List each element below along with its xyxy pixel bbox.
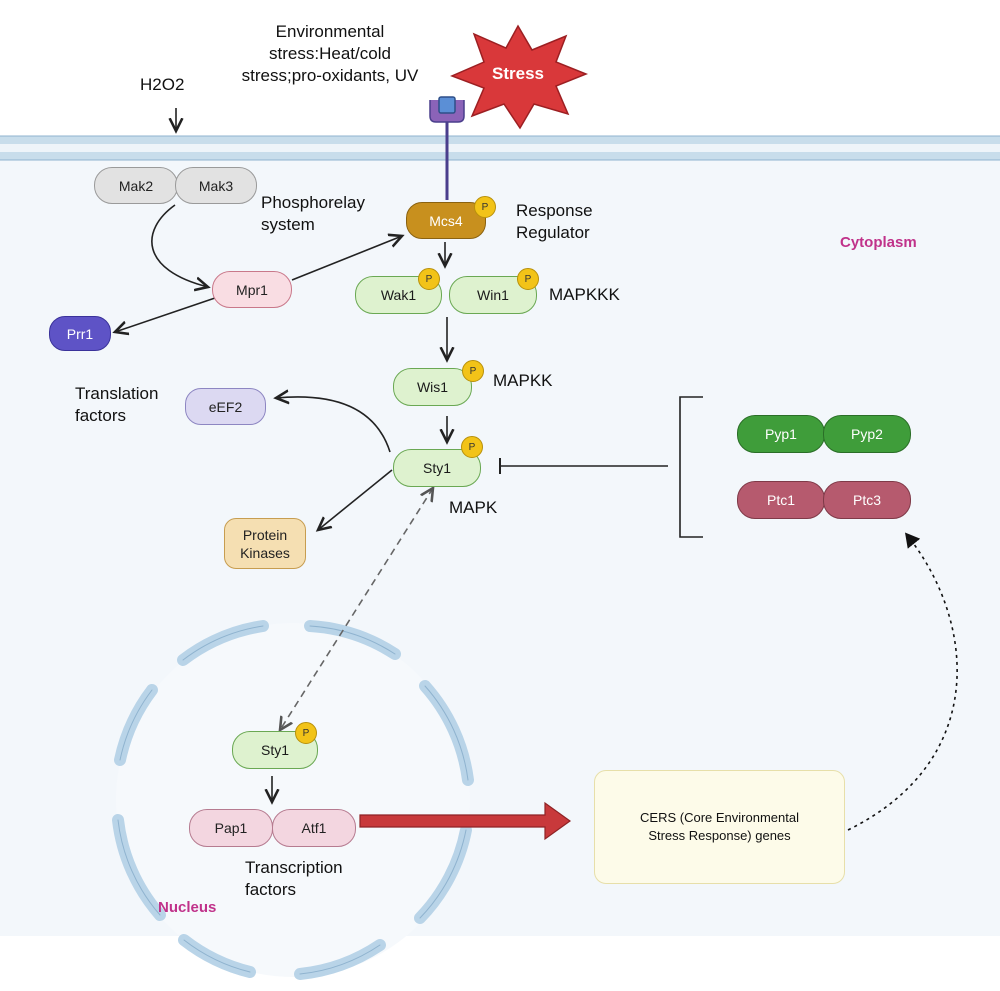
eef2-node: eEF2 [185, 388, 266, 425]
membrane-inner [0, 152, 1000, 160]
mak3-node: Mak3 [175, 167, 257, 204]
mak2-node: Mak2 [94, 167, 178, 204]
protein-kinases-node: Protein Kinases [224, 518, 306, 569]
phospho-badge: P [517, 268, 539, 290]
mpr1-node: Mpr1 [212, 271, 292, 308]
phospho-badge: P [474, 196, 496, 218]
translation-factors-label: Translation factors [75, 384, 159, 425]
mapkk-label: MAPKK [493, 371, 553, 390]
phospho-badge: P [418, 268, 440, 290]
ptc3-node: Ptc3 [823, 481, 911, 519]
nucleus-label: Nucleus [158, 899, 217, 916]
wak1-node: Wak1 [355, 276, 442, 314]
nucleus-region [116, 623, 470, 977]
environmental-stress-label: Environmental stress:Heat/cold stress;pr… [241, 22, 419, 85]
ptc1-node: Ptc1 [737, 481, 825, 519]
phosphorelay-label: Phosphorelay system [261, 193, 365, 234]
sty1-node: Sty1 [393, 449, 481, 487]
phosphatase-bracket [679, 396, 703, 538]
mapkkk-label: MAPKKK [549, 285, 620, 304]
phospho-badge: P [461, 436, 483, 458]
stress-burst-icon [450, 24, 589, 130]
prr1-node: Prr1 [49, 316, 111, 351]
pyp1-node: Pyp1 [737, 415, 825, 453]
wis1-node: Wis1 [393, 368, 472, 406]
mcs4-node: Mcs4 [406, 202, 486, 239]
pyp2-node: Pyp2 [823, 415, 911, 453]
transcription-factors-label: Transcription factors [245, 858, 343, 899]
phospho-badge: P [295, 722, 317, 744]
stress-burst-label: Stress [492, 64, 544, 83]
cytoplasm-label: Cytoplasm [840, 234, 917, 251]
pap1-node: Pap1 [189, 809, 273, 847]
response-regulator-label: Response Regulator [516, 201, 593, 242]
atf1-node: Atf1 [272, 809, 356, 847]
phospho-badge: P [462, 360, 484, 382]
transcription-output-arrow [359, 801, 572, 841]
cers-genes-box: CERS (Core Environmental Stress Response… [594, 770, 845, 884]
h2o2-label: H2O2 [140, 75, 185, 94]
mapk-label: MAPK [449, 498, 498, 517]
membrane-outer [0, 136, 1000, 144]
